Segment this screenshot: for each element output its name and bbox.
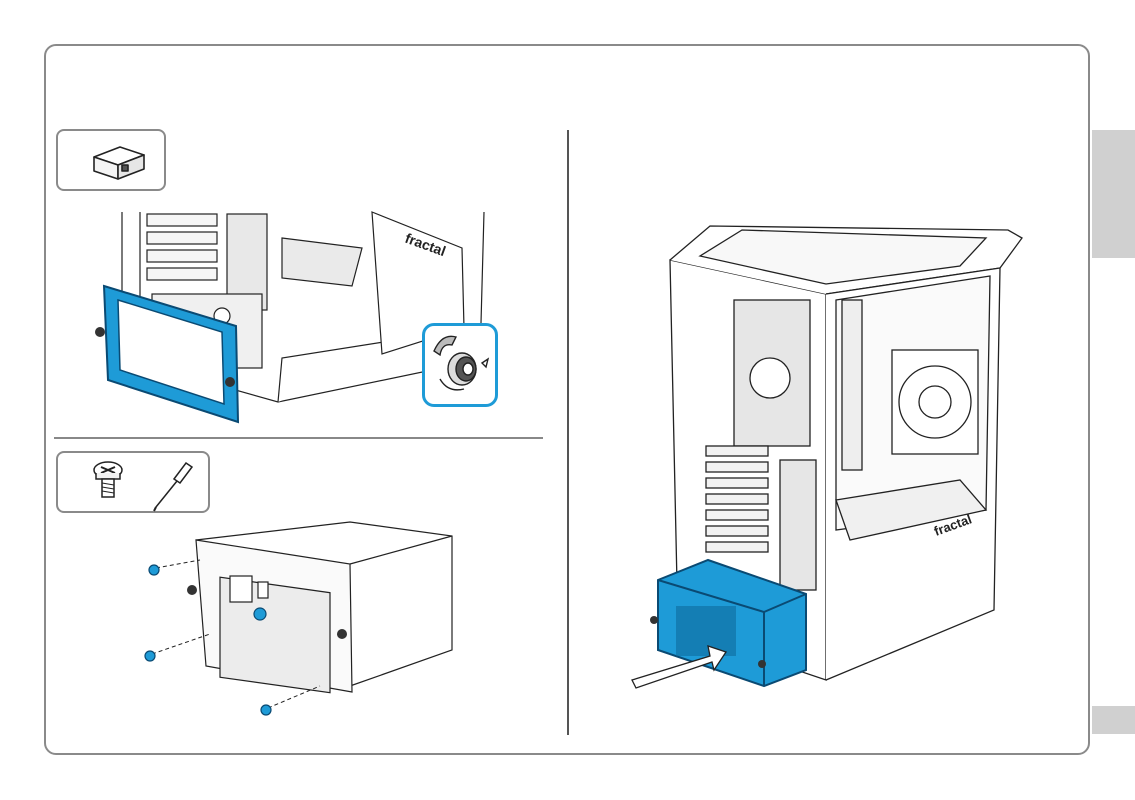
psu-screws-illustration [140,516,460,716]
thumbscrew-callout [422,323,498,407]
psu-icon [58,131,168,193]
screwdriver-icon [154,463,192,511]
tools-box-screw-screwdriver [56,451,210,513]
vertical-divider [567,130,569,735]
thumbscrew-unscrew-icon [422,323,498,407]
horizontal-divider [54,437,543,439]
case-psu-insert-illustration: fractal [630,210,1030,690]
screw-icon [94,462,122,497]
page-tab [1092,706,1135,734]
tools-box-psu [56,129,166,191]
chapter-tab [1092,130,1135,258]
